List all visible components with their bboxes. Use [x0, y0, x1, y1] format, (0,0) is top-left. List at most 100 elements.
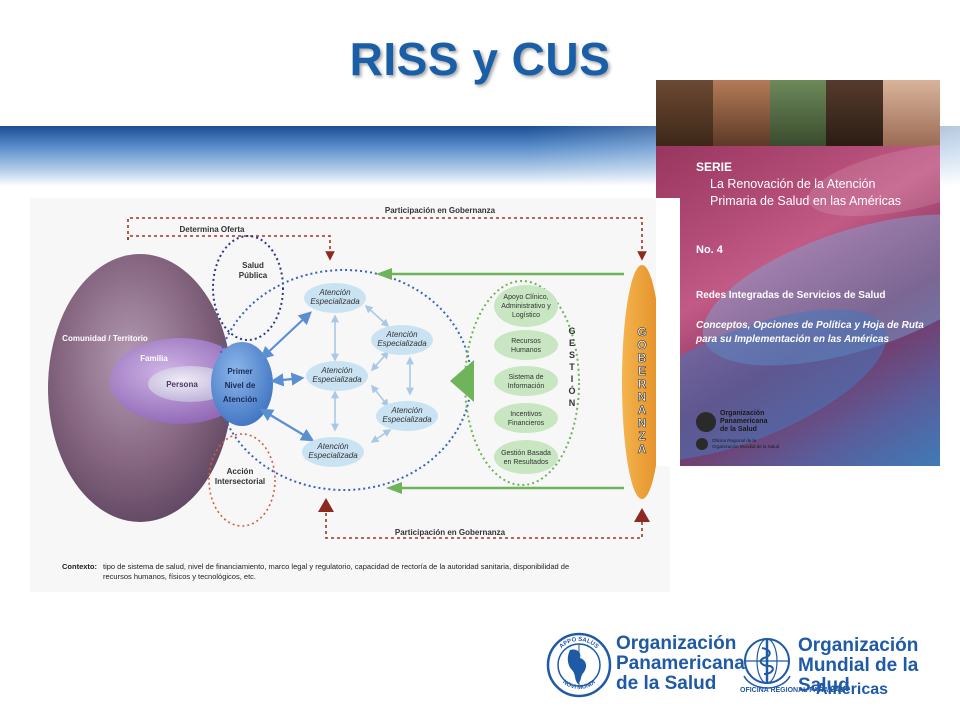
cover-ops-globe-icon — [696, 412, 716, 432]
svg-text:Recursos: Recursos — [511, 338, 541, 345]
cover-who-emblem-icon — [696, 438, 708, 450]
logos-footer: APPO SALUS NOVI MUNDI Organización Panam… — [540, 628, 950, 708]
svg-text:N: N — [638, 416, 647, 430]
svg-text:O: O — [637, 338, 646, 352]
riss-diagram: Participación en Gobernanza Determina Of… — [30, 198, 670, 592]
comunidad-label: Comunidad / Territorio — [62, 334, 148, 343]
photo-baby — [712, 80, 770, 146]
salud-publica-label-1: Salud — [242, 261, 264, 270]
svg-text:G: G — [637, 325, 646, 339]
svg-text:en Resultados: en Resultados — [504, 459, 549, 466]
accion-label-1: Acción — [227, 467, 254, 476]
green-arrowhead-top — [376, 268, 392, 280]
svg-text:G: G — [568, 326, 575, 336]
svg-text:T: T — [569, 362, 575, 372]
svg-text:NOVI MUNDI: NOVI MUNDI — [561, 679, 597, 691]
bottom-arrowhead-left — [318, 498, 334, 512]
who-name-2: Mundial de la Salud — [798, 655, 919, 696]
svg-text:Atención: Atención — [318, 288, 351, 297]
svg-text:Gestión Basada: Gestión Basada — [501, 450, 551, 457]
svg-text:Atención: Atención — [320, 366, 353, 375]
cover-small-2: Organización Mundial de la Salud — [712, 444, 780, 449]
gestion-box-apoyo: Apoyo Clínico, Administrativo y Logístic… — [494, 285, 558, 327]
atencion-especializada-node-2: Atención Especializada — [371, 325, 433, 355]
svg-text:Z: Z — [638, 429, 645, 443]
svg-text:S: S — [569, 350, 575, 360]
paho-name-3: de la Salud — [616, 673, 717, 694]
svg-text:Especializada: Especializada — [377, 339, 427, 348]
who-name-1: Organización — [798, 635, 919, 656]
paho-name-1: Organización — [616, 633, 737, 654]
svg-text:Atención: Atención — [316, 442, 349, 451]
cover-italic-2: para su Implementación en las Américas — [696, 334, 890, 345]
contexto-line-2: recursos humanos, físicos y tecnológicos… — [103, 572, 256, 581]
determina-oferta-label: Determina Oferta — [180, 225, 245, 234]
svg-text:N: N — [638, 390, 647, 404]
photo-man — [769, 80, 827, 146]
cover-ops-logo-1: Organización — [720, 410, 765, 417]
gestion-box-sistema: Sistema de Información — [494, 366, 558, 396]
svg-text:Especializada: Especializada — [310, 297, 360, 306]
cover-title-2: Primaria de Salud en las Américas — [710, 194, 902, 208]
svg-text:R: R — [638, 377, 647, 391]
cover-serie: SERIE — [696, 160, 733, 174]
cover-photo-strip — [656, 80, 940, 146]
participacion-top-label: Participación en Gobernanza — [385, 206, 496, 215]
participacion-bottom-label: Participación en Gobernanza — [395, 528, 506, 537]
atencion-especializada-node-4: Atención Especializada — [376, 401, 438, 431]
svg-text:Financieros: Financieros — [508, 420, 545, 427]
svg-text:Especializada: Especializada — [308, 451, 358, 460]
cover-white-notch — [656, 198, 680, 466]
primer-nivel-label-1: Primer — [227, 367, 252, 376]
salud-publica-label-2: Pública — [239, 271, 268, 280]
accion-label-2: Intersectorial — [215, 477, 265, 486]
who-regional-office: OFICINA REGIONAL PARA LAS — [740, 687, 845, 694]
svg-text:A: A — [638, 442, 647, 456]
cover-number: No. 4 — [696, 244, 723, 256]
green-arrowhead-bottom — [386, 482, 402, 494]
svg-text:Incentivos: Incentivos — [510, 411, 542, 418]
gobernanza-oval — [622, 265, 662, 499]
familia-label: Familia — [140, 354, 168, 363]
gestion-box-incentivos: Incentivos Financieros — [494, 403, 558, 433]
svg-text:Humanos: Humanos — [511, 347, 541, 354]
atencion-especializada-node-5: Atención Especializada — [302, 437, 364, 467]
cover-title-1: La Renovación de la Atención — [710, 177, 876, 191]
paho-emblem-icon: APPO SALUS NOVI MUNDI — [546, 632, 612, 698]
svg-text:Administrativo y: Administrativo y — [501, 303, 551, 310]
cover-ops-logo-3: de la Salud — [720, 426, 757, 433]
svg-text:Especializada: Especializada — [382, 415, 432, 424]
svg-text:I: I — [571, 374, 574, 384]
gestion-arrow — [450, 360, 474, 402]
cover-ops-logo-2: Panamericana — [720, 418, 768, 425]
svg-text:Ó: Ó — [568, 385, 575, 396]
svg-text:Especializada: Especializada — [312, 375, 362, 384]
primer-nivel-ellipse — [211, 342, 273, 426]
svg-text:Atención: Atención — [390, 406, 423, 415]
svg-text:Sistema de: Sistema de — [508, 374, 543, 381]
gestion-vertical-text: G E S T I Ó N — [568, 326, 575, 408]
bottom-arrowhead-right — [634, 508, 650, 522]
svg-text:E: E — [569, 338, 575, 348]
gestion-box-resultados: Gestión Basada en Resultados — [494, 440, 558, 474]
svg-text:N: N — [569, 398, 576, 408]
contexto-label: Contexto: — [62, 562, 97, 571]
atencion-especializada-node-3: Atención Especializada — [306, 361, 368, 391]
cover-small-1: Oficina Regional de la — [712, 438, 757, 443]
paho-name-2: Panamericana — [616, 653, 745, 674]
who-americas: Américas — [816, 681, 889, 698]
atencion-especializada-node-1: Atención Especializada — [304, 283, 366, 313]
cover-subtitle: Redes Integradas de Servicios de Salud — [696, 290, 886, 301]
svg-text:Atención: Atención — [385, 330, 418, 339]
svg-text:A: A — [638, 403, 647, 417]
primer-nivel-label-2: Nivel de — [225, 381, 256, 390]
gestion-oval — [464, 280, 580, 486]
gestion-box-recursos: Recursos Humanos — [494, 330, 558, 360]
photo-child — [883, 80, 940, 146]
svg-text:B: B — [638, 351, 647, 365]
contexto-line-1: tipo de sistema de salud, nivel de finan… — [103, 562, 569, 571]
svg-text:Apoyo Clínico,: Apoyo Clínico, — [503, 294, 548, 301]
gobernanza-vertical-text: G O B E R N A N Z A — [637, 325, 647, 457]
accion-intersectorial-oval — [208, 433, 276, 527]
svg-text:Información: Información — [508, 383, 545, 390]
